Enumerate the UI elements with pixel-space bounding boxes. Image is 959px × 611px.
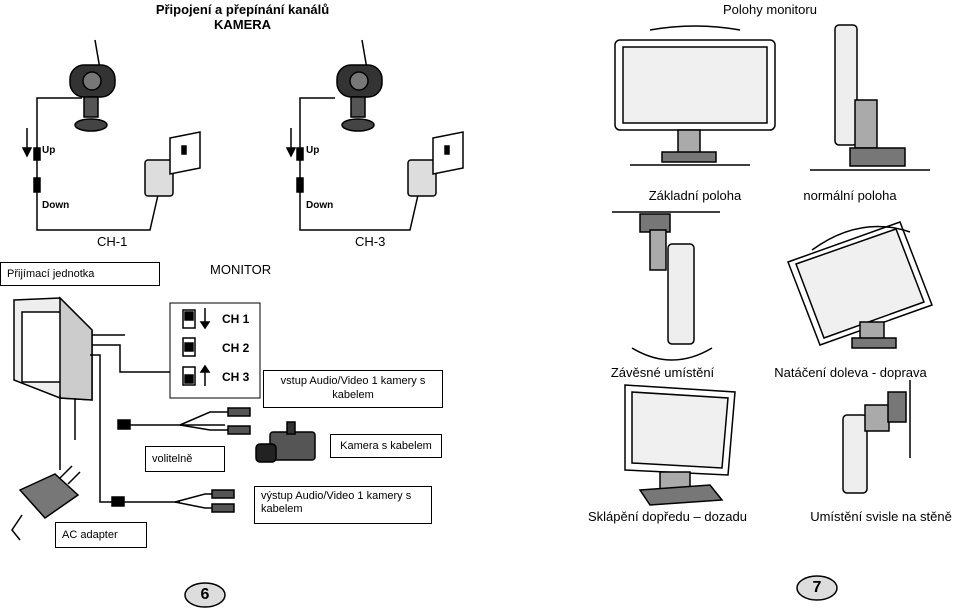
monitor-tilt-position-icon xyxy=(624,384,736,506)
monitor-swivel-position-icon xyxy=(787,221,933,349)
up-label-ch1: Up xyxy=(42,145,56,156)
caption-hanging-position: Závěsné umístění xyxy=(610,365,715,380)
channel-label-3: CH 3 xyxy=(222,370,250,384)
caption-tilt-position: Sklápění dopředu – dozadu xyxy=(587,509,747,524)
wired-camera-label: Kamera s kabelem xyxy=(330,434,442,458)
monitor-label: MONITOR xyxy=(210,262,272,277)
ac-adapter-icon xyxy=(11,465,81,541)
ac-adapter-label: AC adapter xyxy=(55,522,147,548)
av-input-label: vstup Audio/Video 1 kamery s kabelem xyxy=(263,370,443,408)
down-label-ch3: Down xyxy=(306,200,334,211)
down-label-ch1: Down xyxy=(42,200,70,211)
receiver-monitor-icon xyxy=(13,296,93,401)
receiver-label: Přijímací jednotka xyxy=(0,262,160,286)
optional-label: volitelně xyxy=(145,446,225,472)
left-title: Připojení a přepínání kanálů KAMERA xyxy=(110,2,375,32)
right-title: Polohy monitoru xyxy=(723,2,817,17)
left-title-line2: KAMERA xyxy=(213,17,272,32)
monitor-wall-position-icon xyxy=(842,380,911,494)
up-label-ch3: Up xyxy=(306,145,320,156)
monitor-normal-position-icon xyxy=(810,24,930,171)
monitor-hanging-position-icon xyxy=(612,211,720,361)
camera-label-ch3: CH-3 xyxy=(355,234,386,249)
av-output-label: výstup Audio/Video 1 kamery s kabelem xyxy=(254,486,432,524)
power-adapter-ch1-icon xyxy=(144,131,201,197)
camera-label-ch1: CH-1 xyxy=(97,234,128,249)
power-adapter-ch3-icon xyxy=(407,131,464,197)
page-number-right: 7 xyxy=(812,579,822,596)
wireless-camera-ch3-icon xyxy=(336,39,383,132)
channel-label-1: CH 1 xyxy=(222,312,250,326)
caption-base-position: Základní poloha xyxy=(648,188,742,203)
left-title-line1: Připojení a přepínání kanálů xyxy=(155,2,330,17)
channel-switch-panel xyxy=(169,302,261,399)
page-number-left: 6 xyxy=(200,586,210,603)
channel-label-2: CH 2 xyxy=(222,341,250,355)
wired-camera-icon xyxy=(255,421,316,463)
caption-normal-position: normální poloha xyxy=(803,188,897,203)
caption-swivel-position: Natáčení doleva - doprava xyxy=(774,365,927,380)
caption-wall-position: Umístění svisle na stěně xyxy=(810,509,952,524)
monitor-base-position-icon xyxy=(614,25,776,166)
wireless-camera-ch1-icon xyxy=(69,39,116,132)
